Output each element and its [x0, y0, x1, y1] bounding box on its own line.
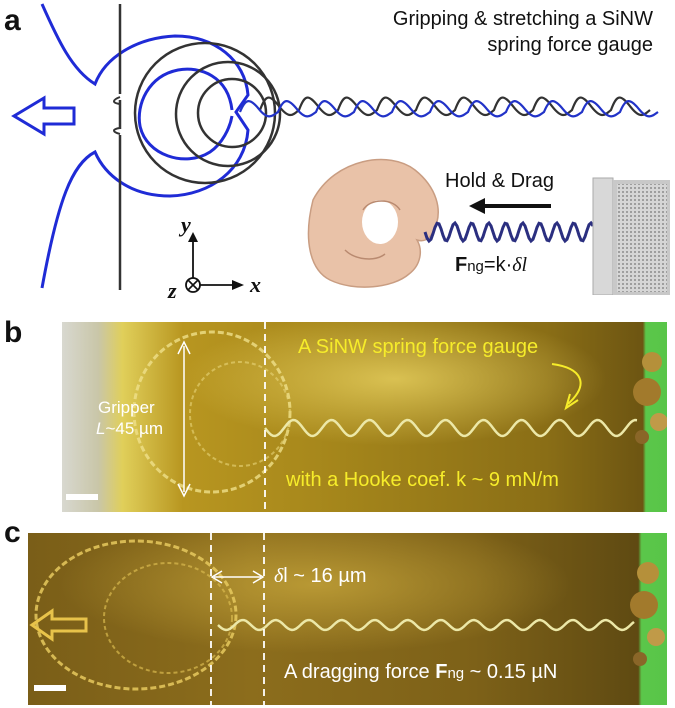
gripper-ring-inner — [189, 361, 291, 467]
gauge-label: A SiNW spring force gauge — [298, 336, 539, 358]
formula-sub: ng — [467, 258, 484, 275]
length-value: ~45 µm — [105, 419, 163, 438]
delta-label: δl ~ 16 µm — [274, 565, 367, 588]
formula-delta: δl — [512, 254, 528, 276]
photo-spring — [423, 220, 595, 244]
scale-bar-c — [34, 685, 66, 691]
force-F: F — [435, 661, 448, 683]
length-L: L — [96, 419, 106, 438]
micrograph-c: δl ~ 16 µm A dragging force Fng ~ 0.15 µ… — [28, 533, 667, 705]
hand-photo-inset: Hold & Drag Fng=k·δl — [305, 150, 670, 295]
force-value: ~ 0.15 µN — [464, 661, 558, 683]
hold-drag-label: Hold & Drag — [445, 170, 554, 192]
pointer-arrow — [551, 363, 582, 405]
panel-label-b: b — [4, 316, 23, 349]
axis-x-label: x — [250, 272, 261, 297]
micrograph-b: A SiNW spring force gauge Gripper L~45 µ… — [62, 322, 667, 512]
panel-a-title-line2: spring force gauge — [487, 34, 653, 56]
gripper-label: Gripper — [98, 398, 155, 417]
formula-F: F — [455, 254, 468, 276]
force-sub: ng — [447, 665, 465, 682]
formula-rest: =k· — [483, 254, 513, 276]
spring-blue — [238, 100, 659, 118]
scale-bar-b — [66, 494, 98, 500]
force-formula: Fng=k·δl — [455, 254, 527, 277]
panel-a-title-line1: Gripping & stretching a SiNW — [392, 8, 653, 30]
gripper-ring-inner-c — [103, 562, 233, 674]
axis-y-label: y — [181, 212, 191, 237]
force-prefix: A dragging force — [284, 661, 436, 683]
spring-micrograph-c — [217, 618, 635, 632]
spring-micrograph-b — [264, 418, 638, 438]
pull-arrow-icon — [11, 95, 76, 137]
dragging-force-label: A dragging force Fng ~ 0.15 µN — [284, 661, 557, 684]
length-label: L~45 µm — [96, 419, 163, 439]
delta-value: l ~ 16 µm — [283, 565, 367, 587]
drag-direction-arrow-icon — [29, 608, 88, 642]
spring-black — [258, 96, 651, 117]
hooke-label: with a Hooke coef. k ~ 9 mN/m — [286, 469, 559, 491]
black-loop-small — [196, 77, 268, 149]
gripper-ring-outer-c — [34, 539, 238, 691]
axis-z-label: z — [168, 278, 177, 303]
delta-symbol: δ — [274, 565, 284, 587]
clamp-wall — [592, 177, 614, 295]
gripper-schematic — [11, 3, 659, 293]
panel-label-a: a — [4, 4, 21, 37]
panel-label-c: c — [4, 516, 21, 549]
black-loop-medium — [174, 60, 282, 168]
gripper-outer-contour — [40, 3, 250, 289]
